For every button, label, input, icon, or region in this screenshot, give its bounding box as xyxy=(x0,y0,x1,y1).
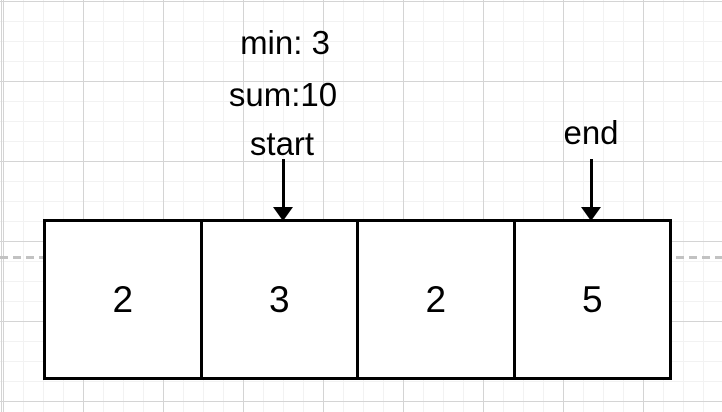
start-arrow-shaft xyxy=(282,159,285,208)
end-pointer-label: end xyxy=(563,114,619,151)
cell-value: 2 xyxy=(112,278,134,320)
min-annotation: min: 3 xyxy=(240,24,330,61)
array-cell-0: 2 xyxy=(46,222,200,377)
cell-value: 3 xyxy=(268,278,290,320)
array-box: 2 3 2 5 xyxy=(43,219,672,380)
sum-annotation: sum:10 xyxy=(228,76,338,113)
end-arrowhead-icon xyxy=(581,207,601,221)
start-pointer-label: start xyxy=(249,125,315,162)
cell-value: 5 xyxy=(581,278,603,320)
end-arrow-shaft xyxy=(590,159,593,208)
array-cell-1: 3 xyxy=(199,222,356,377)
array-cell-3: 5 xyxy=(512,222,669,377)
start-arrowhead-icon xyxy=(273,207,293,221)
cell-value: 2 xyxy=(425,278,447,320)
array-cell-2: 2 xyxy=(356,222,513,377)
